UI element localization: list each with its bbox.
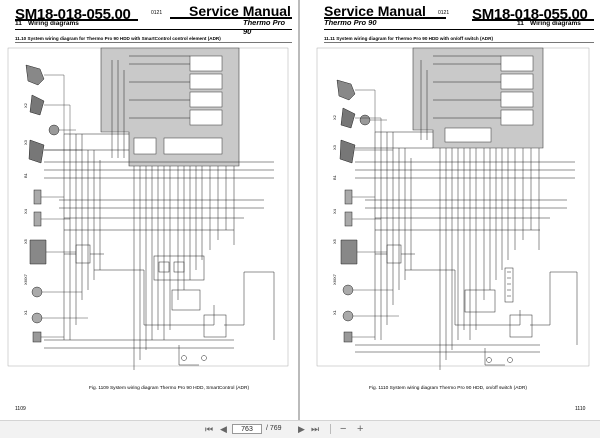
product-name: Thermo Pro 90 [324, 18, 377, 27]
connector-label: X2 [23, 103, 28, 108]
connector-label: X5 [23, 239, 28, 244]
chapter-number: 11 [517, 20, 524, 27]
last-page-icon[interactable]: ⏭ [311, 424, 320, 434]
zoom-in-button[interactable]: + [357, 423, 364, 435]
header-rule [324, 17, 446, 19]
header-rule [15, 19, 138, 21]
page-number: 1109 [15, 406, 26, 412]
manual-title: Service Manual [189, 3, 291, 19]
product-name: Thermo Pro 90 [243, 18, 286, 36]
manual-title: Service Manual [324, 3, 426, 19]
connector-label: X6/X7 [332, 274, 337, 285]
section-rule [15, 42, 292, 43]
section-title: 11.10 System wiring diagram for Thermo P… [15, 36, 221, 41]
chapter-rule [324, 29, 594, 30]
section-rule [324, 42, 594, 43]
chapter-title: Wiring diagrams [28, 20, 79, 27]
pdf-toolbar: ⏮ ◀ 763 / 769 ▶ ⏭ − + [0, 420, 600, 438]
doc-code: 0121 [438, 10, 450, 16]
prev-page-icon[interactable]: ◀ [220, 424, 227, 434]
doc-code: 0121 [151, 10, 163, 16]
left-page: SM18-018-055.00 0121 Service Manual Ther… [4, 0, 295, 420]
page-number-input[interactable]: 763 [232, 424, 262, 434]
toolbar-separator [330, 424, 331, 434]
first-page-icon[interactable]: ⏮ [205, 424, 214, 434]
figure-caption: Fig. 1109 System wiring diagram Thermo P… [89, 386, 250, 391]
chapter-title: Wiring diagrams [530, 20, 581, 27]
chapter-number: 11 [15, 20, 22, 27]
section-title: 11.11 System wiring diagram for Thermo P… [324, 36, 493, 41]
connector-label: X3 [23, 140, 28, 145]
doc-number: SM18-018-055.00 [472, 6, 588, 23]
page-number: 1110 [575, 406, 586, 412]
connector-label: B1 [23, 173, 28, 178]
header-rule [170, 17, 292, 19]
connector-label: B1 [332, 175, 337, 180]
connector-label: X4 [23, 209, 28, 214]
connector-label: X5 [332, 239, 337, 244]
page-divider [298, 0, 300, 420]
figure-caption: Fig. 1110 System wiring diagram Thermo P… [369, 386, 527, 391]
page-total: / 769 [266, 425, 282, 432]
next-page-icon[interactable]: ▶ [298, 424, 305, 434]
connector-label: X2 [332, 115, 337, 120]
header-rule [472, 19, 594, 21]
connector-label: X1 [332, 310, 337, 315]
connector-label: X3 [332, 145, 337, 150]
zoom-out-button[interactable]: − [340, 423, 347, 435]
wiring-diagram [7, 47, 289, 370]
connector-label: X1 [23, 310, 28, 315]
connector-label: X4 [332, 209, 337, 214]
chapter-rule [15, 29, 292, 30]
connector-label: X6/X7 [23, 274, 28, 285]
doc-number: SM18-018-055.00 [15, 6, 131, 23]
right-page: Service Manual Thermo Pro 90 0121 SM18-0… [305, 0, 596, 420]
wiring-diagram [316, 47, 590, 370]
